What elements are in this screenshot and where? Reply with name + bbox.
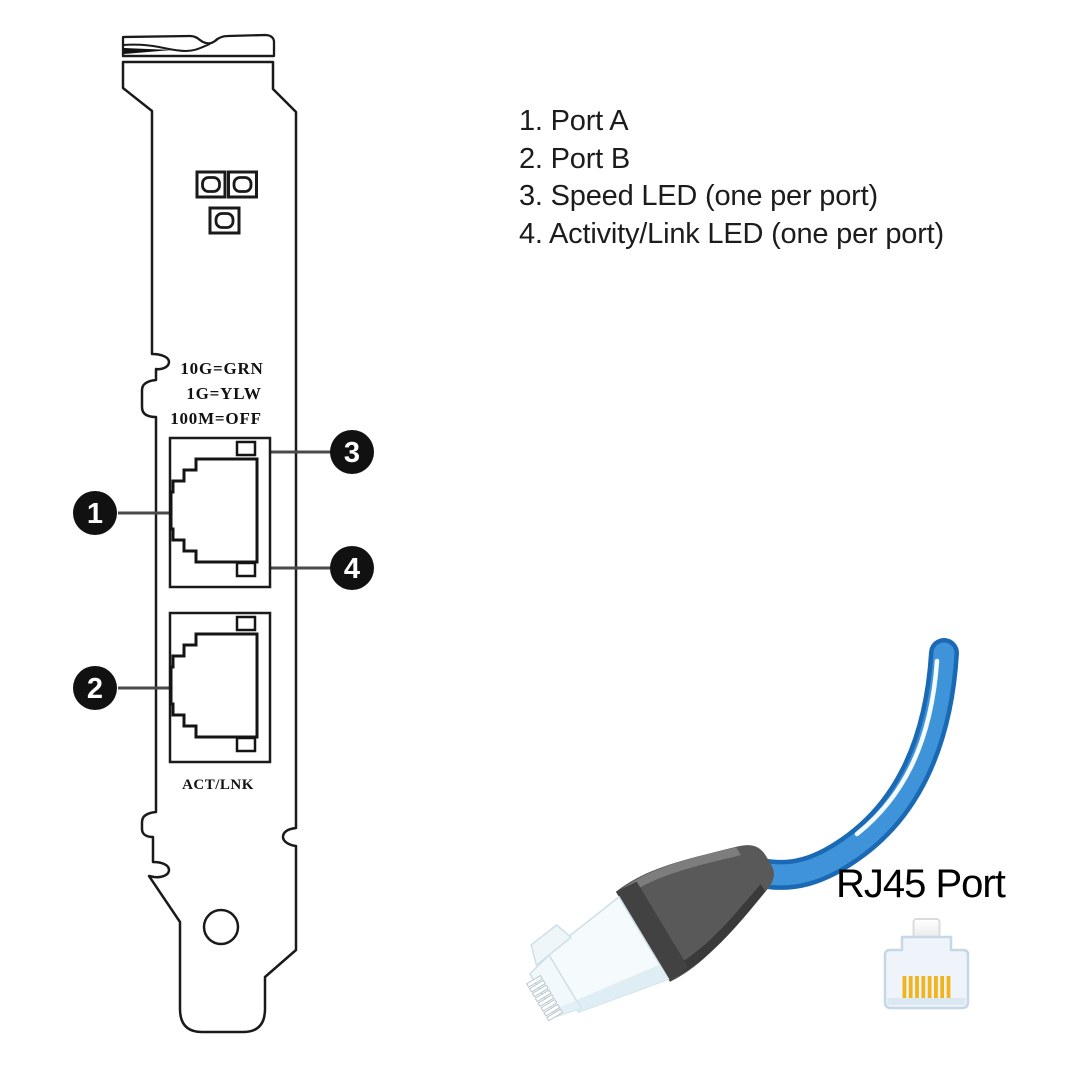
rj45-port-label: RJ45 Port: [836, 862, 1006, 906]
legend: 1. Port A 2. Port B 3. Speed LED (one pe…: [519, 103, 944, 253]
callout-2-marker: [73, 666, 117, 710]
callout-1-number: 1: [87, 498, 103, 530]
callout-markers: 1 2 3 4: [73, 430, 374, 710]
speed-led-key-line-2: 1G=YLW: [186, 384, 261, 403]
port-a-activity-led: [235, 561, 257, 578]
port-a-speed-led: [235, 440, 257, 457]
ethernet-cable-illustration: [525, 638, 970, 1022]
act-lnk-label: ACT/LNK: [182, 777, 254, 793]
legend-item: 3. Speed LED (one per port): [519, 180, 878, 212]
callout-4-number: 4: [344, 553, 360, 585]
connector-boot: [615, 845, 774, 982]
rj45-port-icon: [883, 918, 970, 1010]
legend-item: 2. Port B: [519, 142, 631, 175]
callout-1-marker: [73, 491, 117, 535]
callout-3-number: 3: [344, 437, 360, 469]
speed-led-key-line-1: 10G=GRN: [180, 359, 263, 378]
rj45-connector: [525, 845, 774, 1022]
cable-cord: [742, 638, 959, 890]
legend-item: 1. Port A: [519, 105, 629, 137]
bracket-top-flange: [121, 33, 276, 58]
port-b-activity-led: [235, 736, 257, 753]
speed-led-key-line-3: 100M=OFF: [170, 409, 262, 428]
cable-body: [746, 642, 955, 886]
connector-latch: [530, 924, 573, 967]
bracket-vent-holes: [195, 170, 258, 235]
bracket-screw-hole: [202, 908, 240, 946]
port-b-speed-led: [235, 615, 257, 632]
connector-body: [528, 895, 670, 1018]
pci-bracket-diagram: 10G=GRN 1G=YLW 100M=OFF ACT/LNK: [73, 33, 374, 1034]
callout-4-marker: [330, 546, 374, 590]
legend-item: 4. Activity/Link LED (one per port): [519, 217, 944, 250]
flange-fold-wedge: [124, 48, 172, 54]
port-a-jack-cutout: [169, 457, 259, 564]
cable-highlight: [854, 658, 940, 837]
port-b: [168, 611, 272, 764]
connector-pins: [525, 974, 564, 1022]
callout-3-marker: [330, 430, 374, 474]
port-icon-pins: [902, 976, 951, 998]
port-a: [168, 436, 272, 589]
port-icon-body: [883, 935, 970, 1010]
callout-2-number: 2: [87, 673, 103, 705]
port-b-jack-cutout: [169, 632, 259, 739]
